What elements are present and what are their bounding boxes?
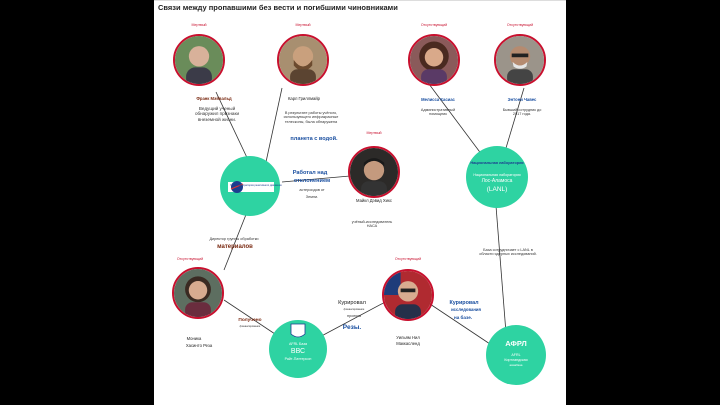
ww-name: ВВС: [290, 348, 306, 355]
diagram-canvas: Связи между пропавшими без вести и погиб…: [154, 0, 566, 405]
edge-anthony-lanl: [502, 87, 525, 159]
lanl-name: Лос-Аламоса: [481, 178, 513, 184]
link-nasa-michael-4: Земли.: [305, 195, 319, 199]
link-ww-curated-small: финансирование: [343, 308, 365, 311]
avatar-monica[interactable]: [172, 267, 224, 319]
name-william: Уильям Нил: [396, 335, 420, 340]
link-william-afrl-2: исследования: [451, 307, 481, 312]
afrl-name3: авиабаза: [509, 363, 523, 367]
org-lanl[interactable]: Национальная лаборатория Национальная ла…: [466, 146, 528, 208]
link-monica-nasa: Директор группы обработки: [209, 237, 259, 241]
ww-small: AFRL База: [288, 342, 308, 346]
desc-frank: Ведущий ученый обнаружил признаки внезем…: [195, 106, 239, 122]
link-nasa-michael-3: астероидов от: [299, 188, 325, 192]
link-monica-ww: Получено: [238, 318, 262, 323]
desc-karl: В результате работы учёного, использующе…: [283, 111, 339, 124]
edge-lanl-afrl: [495, 205, 507, 334]
afrl-name: AFRL: [511, 353, 521, 357]
desc-karl-highlight: планета с водой.: [290, 136, 338, 142]
link-monica-ww-small: финансирование: [239, 325, 261, 328]
status-monica: Отсутствующий: [176, 257, 204, 261]
lanl-logo-text: Национальная лаборатория: [470, 161, 524, 165]
name-william-2: Маккасленд: [396, 341, 420, 346]
link-lanl-anthony: База сотрудничает с LANL в области ядерн…: [479, 248, 537, 257]
avatar-melissa[interactable]: [408, 34, 460, 86]
edge-ww-william: [313, 299, 390, 341]
name-michael: Майкл Дэвид Хикс: [356, 198, 392, 203]
desc-anthony: Бывший сотрудник до 2017 года.: [502, 108, 542, 117]
name-anthony: Энтони Чавес: [507, 97, 537, 102]
avatar-anthony[interactable]: [494, 34, 546, 86]
page-title: Связи между пропавшими без вести и погиб…: [158, 3, 398, 12]
status-anthony: Отсутствующий: [506, 23, 534, 27]
link-ww-curated: Курировал: [338, 300, 366, 306]
desc-melissa: Административный помощник: [420, 108, 456, 117]
status-melissa: Отсутствующий: [420, 23, 448, 27]
org-nasa[interactable]: NASA Лаборатория реактивного движения: [220, 156, 282, 216]
name-monica: Моника: [186, 336, 202, 341]
edge-monica-nasa: [223, 206, 250, 271]
nasa-label: NASA Лаборатория реактивного движения: [230, 184, 282, 187]
desc-michael: учёный-исследователь НАСА: [351, 220, 393, 229]
edge-nasa-michael: [281, 175, 351, 183]
org-afrl[interactable]: АФРЛ AFRL Киртландская авиабаза: [486, 325, 546, 385]
ww-name2: Райт-Паттерсон: [284, 357, 312, 361]
name-frank: Франк Мэйвальд: [196, 96, 232, 101]
airforce-shield-icon: [290, 323, 306, 338]
lanl-small: Национальная лаборатория: [473, 173, 521, 177]
link-nasa-michael-1: Работал над: [292, 170, 328, 176]
link-ww-curated-3: проекта: [347, 314, 361, 318]
top-rule: [154, 0, 566, 1]
status-michael: Мертвый: [366, 131, 382, 135]
nasa-logo-icon: [228, 181, 274, 193]
edge-frank-nasa: [215, 91, 251, 165]
name-monica-2: Хасинто Реза: [185, 343, 213, 348]
link-ww-curated-highlight: Резы.: [342, 324, 362, 331]
avatar-karl[interactable]: [277, 34, 329, 86]
name-melissa: Мелисса Касиас: [421, 97, 455, 102]
afrl-abbr: АФРЛ: [505, 339, 527, 348]
link-nasa-michael-2: отклонением: [293, 178, 331, 184]
avatar-william[interactable]: [382, 269, 434, 321]
link-monica-nasa-highlight: материалов: [217, 244, 253, 250]
status-william: Отсутствующий: [394, 257, 422, 261]
avatar-michael[interactable]: [348, 146, 400, 198]
status-karl: Мертвый: [295, 23, 311, 27]
desc-frank-text: Ведущий ученый обнаружил признаки внезем…: [194, 106, 240, 122]
lanl-abbr: (LANL): [486, 186, 508, 193]
edge-karl-nasa: [265, 87, 283, 163]
afrl-name2: Киртландская: [504, 358, 528, 362]
org-ww[interactable]: AFRL База ВВС Райт-Паттерсон: [269, 320, 327, 378]
edge-william-afrl: [423, 299, 491, 345]
link-william-afrl-3: на базе.: [453, 315, 473, 320]
status-frank: Мертвый: [191, 23, 207, 27]
avatar-frank[interactable]: [173, 34, 225, 86]
name-karl: Карл Гриллмайр: [287, 96, 321, 101]
link-william-afrl-1: Курировал: [449, 300, 479, 306]
